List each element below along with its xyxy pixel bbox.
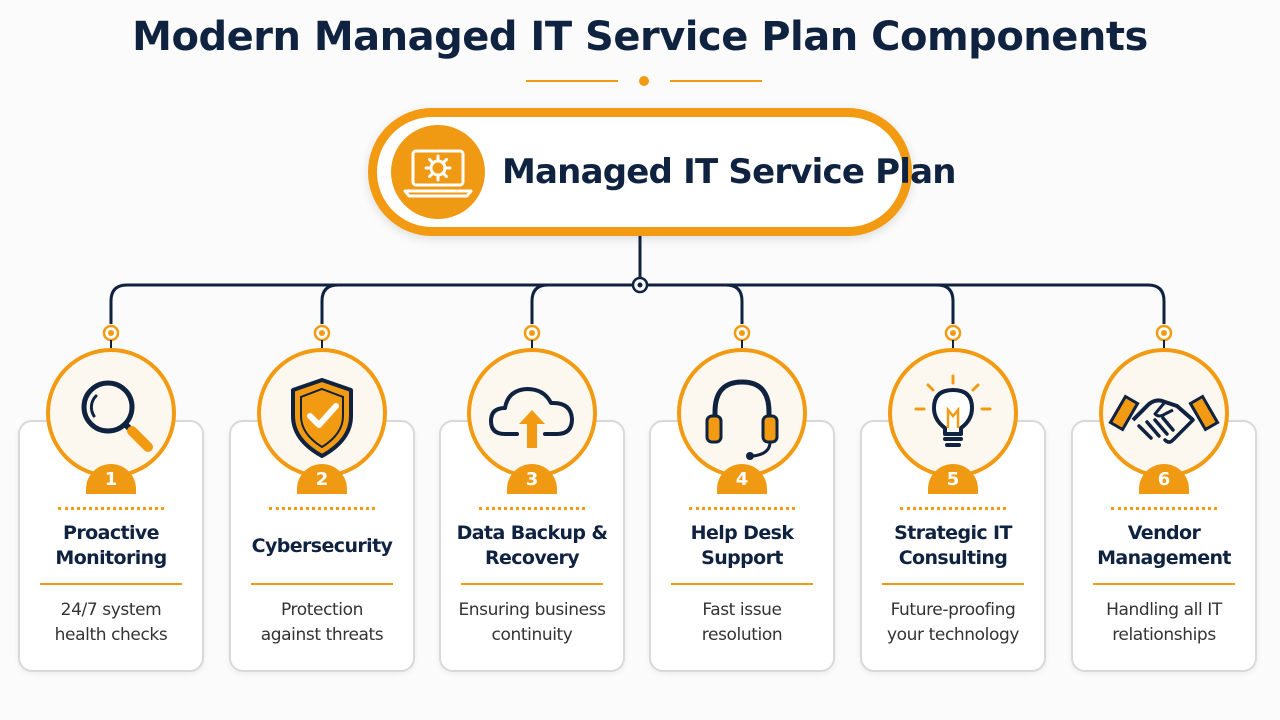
component-description-line: Protection xyxy=(280,600,363,620)
title-underline xyxy=(1093,583,1235,585)
component-title-line: Help Desk xyxy=(690,522,794,544)
magnifier-icon xyxy=(46,348,176,478)
page-title: Modern Managed IT Service Plan Component… xyxy=(132,14,1148,60)
component-description-line: health checks xyxy=(54,625,168,645)
component-description-line: your technology xyxy=(886,625,1020,645)
component-description-line: Handling all IT xyxy=(1106,600,1222,620)
component-title-line: Monitoring xyxy=(55,547,167,569)
component-title-line: Proactive xyxy=(63,522,160,544)
dotted-divider xyxy=(269,507,375,510)
title-underline xyxy=(251,583,393,585)
component-title-line: Consulting xyxy=(898,547,1008,569)
component-description-line: resolution xyxy=(701,625,783,645)
component-description: 24/7 system health checks xyxy=(18,598,204,648)
dotted-divider xyxy=(1111,507,1217,510)
central-plan-label: Managed IT Service Plan xyxy=(502,152,956,192)
lightbulb-icon xyxy=(888,348,1018,478)
title-underline xyxy=(461,583,603,585)
component-description-line: continuity xyxy=(491,625,573,645)
component-description-line: Future-proofing xyxy=(890,600,1016,620)
dotted-divider xyxy=(900,507,1006,510)
component-title-line: Recovery xyxy=(484,547,580,569)
component-title-line: Management xyxy=(1097,547,1231,569)
component-description: Protection against threats xyxy=(229,598,415,648)
component-card xyxy=(439,420,625,672)
laptop-gear-icon xyxy=(391,125,485,219)
component-description-line: 24/7 system xyxy=(60,600,162,620)
headset-icon xyxy=(677,348,807,478)
title-underline xyxy=(671,583,813,585)
component-description: Future-proofing your technology xyxy=(860,598,1046,648)
handshake-icon xyxy=(1099,348,1229,478)
shield-check-icon xyxy=(257,348,387,478)
title-underline xyxy=(40,583,182,585)
cloud-upload-icon xyxy=(467,348,597,478)
component-number-badge: 1 xyxy=(86,464,136,494)
component-description-line: against threats xyxy=(260,625,384,645)
title-underline xyxy=(882,583,1024,585)
component-title-line: Cybersecurity xyxy=(251,534,393,557)
component-description: Handling all IT relationships xyxy=(1071,598,1257,648)
component-title-line: Support xyxy=(701,547,783,569)
component-title-line: Strategic IT xyxy=(894,522,1012,544)
component-title: Strategic IT Consulting xyxy=(860,520,1046,572)
component-title-line: Data Backup & xyxy=(456,522,608,544)
component-description: Fast issue resolution xyxy=(649,598,835,648)
dotted-divider xyxy=(689,507,795,510)
component-title-line: Vendor xyxy=(1127,522,1201,544)
dotted-divider xyxy=(479,507,585,510)
component-description: Ensuring business continuity xyxy=(439,598,625,648)
component-number-badge: 4 xyxy=(717,464,767,494)
central-plan-node: Managed IT Service Plan xyxy=(368,108,956,236)
component-title: Cybersecurity xyxy=(229,520,415,572)
component-description-line: Ensuring business xyxy=(458,600,606,620)
component-description-line: Fast issue xyxy=(702,600,782,620)
component-title: Data Backup & Recovery xyxy=(439,520,625,572)
dotted-divider xyxy=(58,507,164,510)
component-description-line: relationships xyxy=(1112,625,1216,645)
